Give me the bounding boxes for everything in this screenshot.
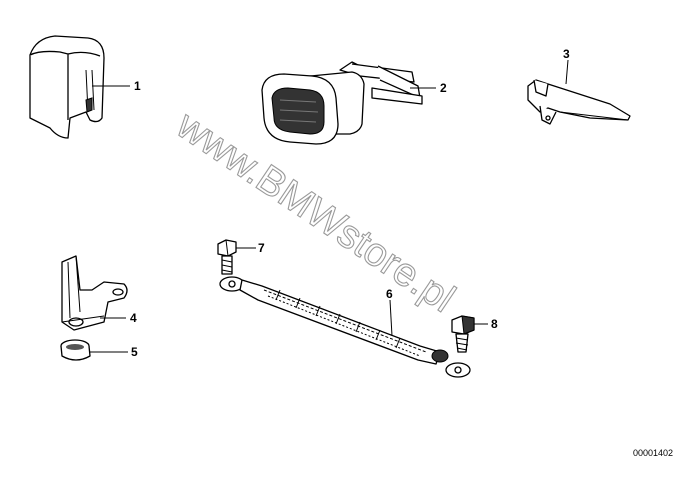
callout-4: 4 [130, 311, 137, 325]
part-8-bolt-icon[interactable] [451, 315, 475, 353]
callout-8: 8 [491, 317, 498, 331]
callout-6: 6 [386, 287, 393, 301]
callout-7: 7 [258, 241, 265, 255]
part-2-socket-connector-icon[interactable] [261, 61, 423, 145]
part-3-bracket-icon[interactable] [527, 79, 631, 125]
callout-2: 2 [440, 81, 447, 95]
callout-1: 1 [134, 79, 141, 93]
leader-lines [90, 59, 569, 353]
part-4-angle-bracket-icon[interactable] [61, 255, 128, 331]
callout-5: 5 [131, 345, 138, 359]
part-1-cover-cap-icon[interactable] [29, 35, 105, 139]
part-6-ground-strap-icon[interactable] [219, 276, 471, 378]
diagram-code: 00001402 [633, 448, 673, 458]
part-7-bolt-icon[interactable] [217, 239, 237, 275]
part-5-grommet-icon[interactable] [60, 339, 91, 361]
callout-3: 3 [563, 47, 570, 61]
